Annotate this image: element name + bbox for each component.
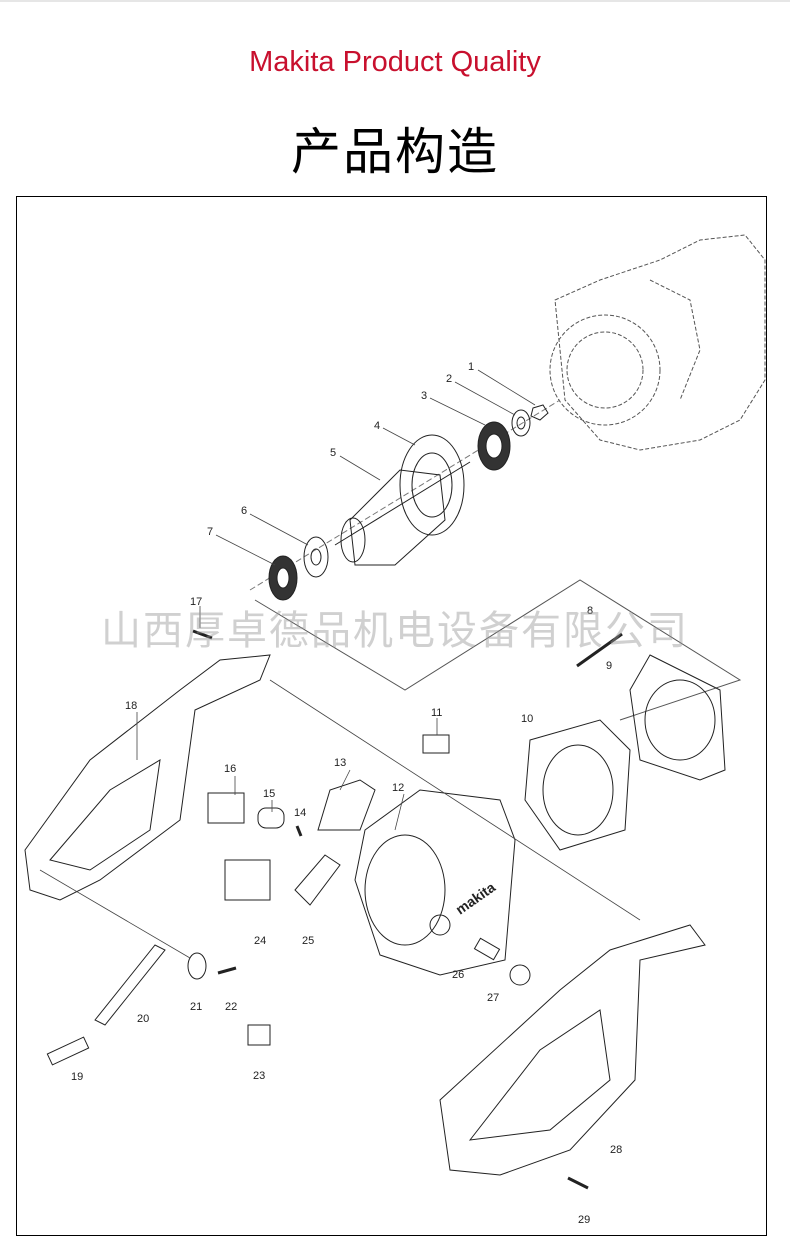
part-24-vent-cover	[224, 859, 271, 901]
part-label: 22	[225, 1001, 237, 1013]
part-4-fan	[399, 434, 465, 536]
page-title: 产品构造	[291, 123, 499, 181]
gear-housing-outline	[549, 234, 766, 451]
part-28-handle-right	[439, 924, 706, 1176]
part-label: 12	[392, 782, 404, 794]
leader-lines	[39, 369, 641, 959]
part-13-insulation-sheet	[317, 779, 376, 831]
part-label: 2	[446, 373, 452, 385]
part-label: 28	[610, 1144, 622, 1156]
part-23-connector	[247, 1024, 271, 1046]
part-1-nut	[530, 404, 549, 421]
part-10-field	[524, 719, 631, 851]
part-label: 21	[190, 1001, 202, 1013]
part-2-collar	[511, 409, 531, 437]
part-18-handle-left	[24, 654, 271, 901]
part-labels: 1 2 3 4 5 6 7 8 9 10 11 12 13 14 15 16 1…	[71, 361, 622, 1226]
part-label: 1	[468, 361, 474, 373]
part-label: 4	[374, 420, 380, 432]
part-22-screw	[217, 966, 237, 975]
part-label: 13	[334, 757, 346, 769]
part-label: 17	[190, 596, 202, 608]
part-5-armature	[334, 461, 471, 566]
part-29-screw	[567, 1176, 589, 1190]
part-27-brush-cap	[509, 964, 531, 986]
part-17-screw	[192, 629, 213, 640]
part-3-bearing	[477, 421, 511, 471]
watermark: 山西厚卓德品机电设备有限公司	[101, 608, 689, 654]
part-label: 5	[330, 447, 336, 459]
part-label: 24	[254, 935, 266, 947]
makita-logo: makita	[453, 879, 499, 918]
part-label: 26	[452, 969, 464, 981]
brand-heading: Makita Product Quality	[249, 46, 541, 78]
part-26-carbon-brush	[473, 937, 501, 961]
part-label: 15	[263, 788, 275, 800]
part-label: 23	[253, 1070, 265, 1082]
part-label: 3	[421, 390, 427, 402]
part-12-motor-housing: makita	[354, 789, 516, 976]
part-8-screw	[576, 632, 623, 668]
part-label: 9	[606, 660, 612, 672]
part-label: 20	[137, 1013, 149, 1025]
part-label: 14	[294, 807, 306, 819]
part-11-switch	[422, 734, 450, 754]
part-6-insulation-washer	[303, 536, 329, 578]
part-9-baffle	[629, 654, 726, 781]
part-label: 6	[241, 505, 247, 517]
part-14-pin	[295, 825, 303, 837]
part-label: 27	[487, 992, 499, 1004]
part-label: 7	[207, 526, 213, 538]
part-label: 25	[302, 935, 314, 947]
part-label: 11	[431, 707, 442, 719]
part-label: 8	[587, 605, 593, 617]
top-divider	[0, 0, 790, 2]
part-label: 18	[125, 700, 137, 712]
part-label: 19	[71, 1071, 83, 1083]
part-label: 10	[521, 713, 533, 725]
part-20-cord-guard	[94, 944, 166, 1026]
part-7-bearing	[268, 555, 298, 601]
part-21-cord-clamp	[187, 952, 207, 980]
part-25-cover	[294, 854, 341, 906]
part-19-cord	[46, 1036, 90, 1066]
part-label: 29	[578, 1214, 590, 1226]
part-16-terminal	[207, 792, 245, 824]
part-label: 16	[224, 763, 236, 775]
part-15-bushing	[257, 807, 285, 829]
